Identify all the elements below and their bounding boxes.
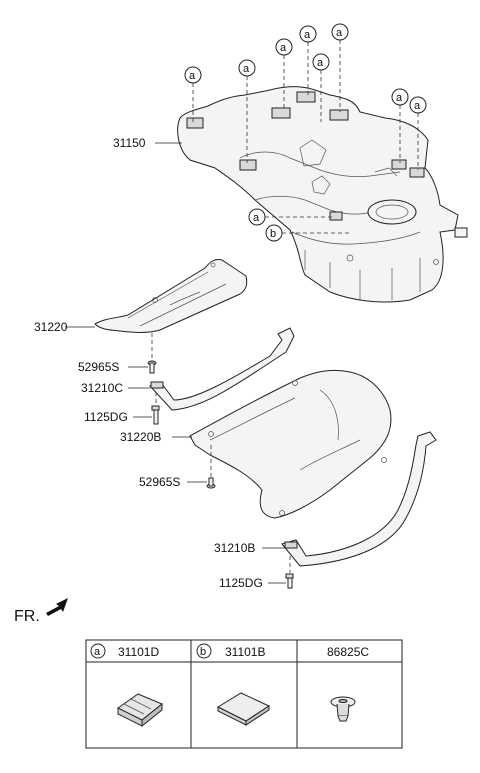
legend-symbol-a: a: [94, 646, 101, 658]
clip-86825c-icon: [330, 696, 356, 722]
legend-part-31101b: 31101B: [225, 645, 265, 659]
bolt-1125dg-lower: [268, 556, 294, 589]
svg-text:a: a: [396, 92, 403, 104]
callout-b-1: b: [265, 224, 283, 242]
callout-a-3: a: [275, 38, 293, 56]
callout-a-2: a: [238, 59, 256, 77]
callout-a-1: a: [184, 66, 202, 84]
label-31220b: 31220B: [120, 430, 161, 444]
svg-text:a: a: [304, 29, 311, 41]
callout-a-4: a: [299, 25, 317, 43]
label-31210b: 31210B: [214, 541, 255, 555]
upper-protector: [65, 259, 248, 333]
svg-text:a: a: [336, 27, 343, 39]
screw-52965s-lower: [187, 445, 216, 489]
legend-part-31101d: 31101D: [118, 645, 159, 659]
svg-text:a: a: [253, 212, 260, 224]
svg-text:a: a: [414, 100, 421, 112]
pad-31101d-icon: [117, 693, 163, 728]
legend-part-86825c: 86825C: [327, 645, 369, 659]
label-1125dg-lower: 1125DG: [219, 576, 263, 590]
svg-text:a: a: [243, 63, 250, 75]
svg-text:a: a: [317, 57, 324, 69]
band-31210b: [262, 431, 437, 567]
bolt-1125dg-upper: [133, 392, 160, 425]
svg-text:a: a: [189, 70, 196, 82]
label-31220: 31220: [34, 320, 68, 334]
label-52965s-lower: 52965S: [139, 475, 180, 489]
svg-text:a: a: [280, 42, 287, 54]
svg-text:b: b: [270, 228, 276, 240]
parts-legend-table: a 31101D b 31101B 86825C: [85, 639, 403, 749]
screw-52965s-upper: [128, 333, 157, 374]
callout-a-5: a: [312, 53, 330, 71]
callout-a-9: a: [248, 208, 266, 226]
lower-protector: [172, 369, 392, 519]
front-arrow-icon: [46, 598, 68, 616]
label-52965s-upper: 52965S: [78, 360, 119, 374]
callout-a-7: a: [391, 88, 409, 106]
direction-label: FR.: [14, 608, 40, 625]
fuel-tank: [177, 86, 468, 303]
band-31210c: [128, 327, 295, 411]
callout-a-6: a: [331, 23, 349, 41]
legend-symbol-b: b: [200, 646, 206, 658]
pad-31101b-icon: [216, 692, 271, 726]
label-1125dg-upper: 1125DG: [84, 410, 128, 424]
callout-a-8: a: [409, 96, 427, 114]
label-31150: 31150: [113, 136, 146, 150]
tank-callout-leaders: [155, 40, 419, 234]
label-31210c: 31210C: [81, 381, 123, 395]
